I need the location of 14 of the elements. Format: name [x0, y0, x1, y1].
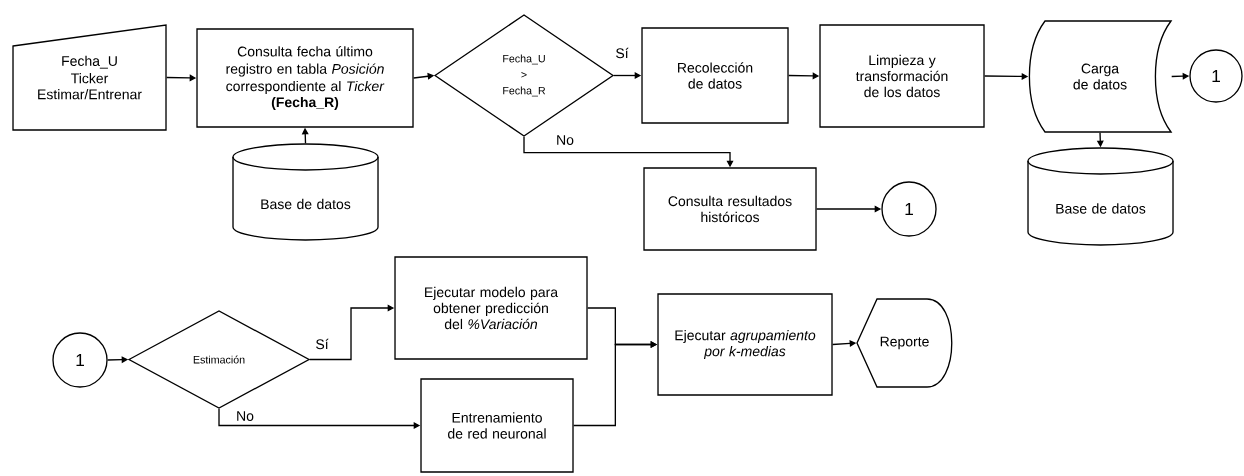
- process-box: Consulta resultados históricos: [643, 167, 817, 251]
- node-label: Base de datos: [261, 198, 351, 210]
- database-cylinder: Base de datos: [232, 143, 379, 241]
- process-box: Ejecutar agrupamiento por k-medias: [657, 293, 833, 396]
- edge-label: No: [234, 409, 256, 423]
- process-box: Ejecutar modelo para obtener predicción del %Variación: [394, 256, 588, 360]
- node-label: Base de datos: [1056, 203, 1146, 214]
- edge-label: Sí: [614, 46, 630, 60]
- process-box: Recolección de datos: [641, 27, 789, 124]
- database-cylinder: Base de datos: [1027, 147, 1174, 246]
- process-box: Limpieza y transformación de los datos: [819, 24, 985, 128]
- edge-label: Sí: [314, 337, 330, 351]
- process-box: Entrenamiento de red neuronal: [420, 378, 574, 473]
- process-box: Consulta fecha último registro en tabla Posición correspondiente al Ticker (Fecha_R): [196, 28, 414, 128]
